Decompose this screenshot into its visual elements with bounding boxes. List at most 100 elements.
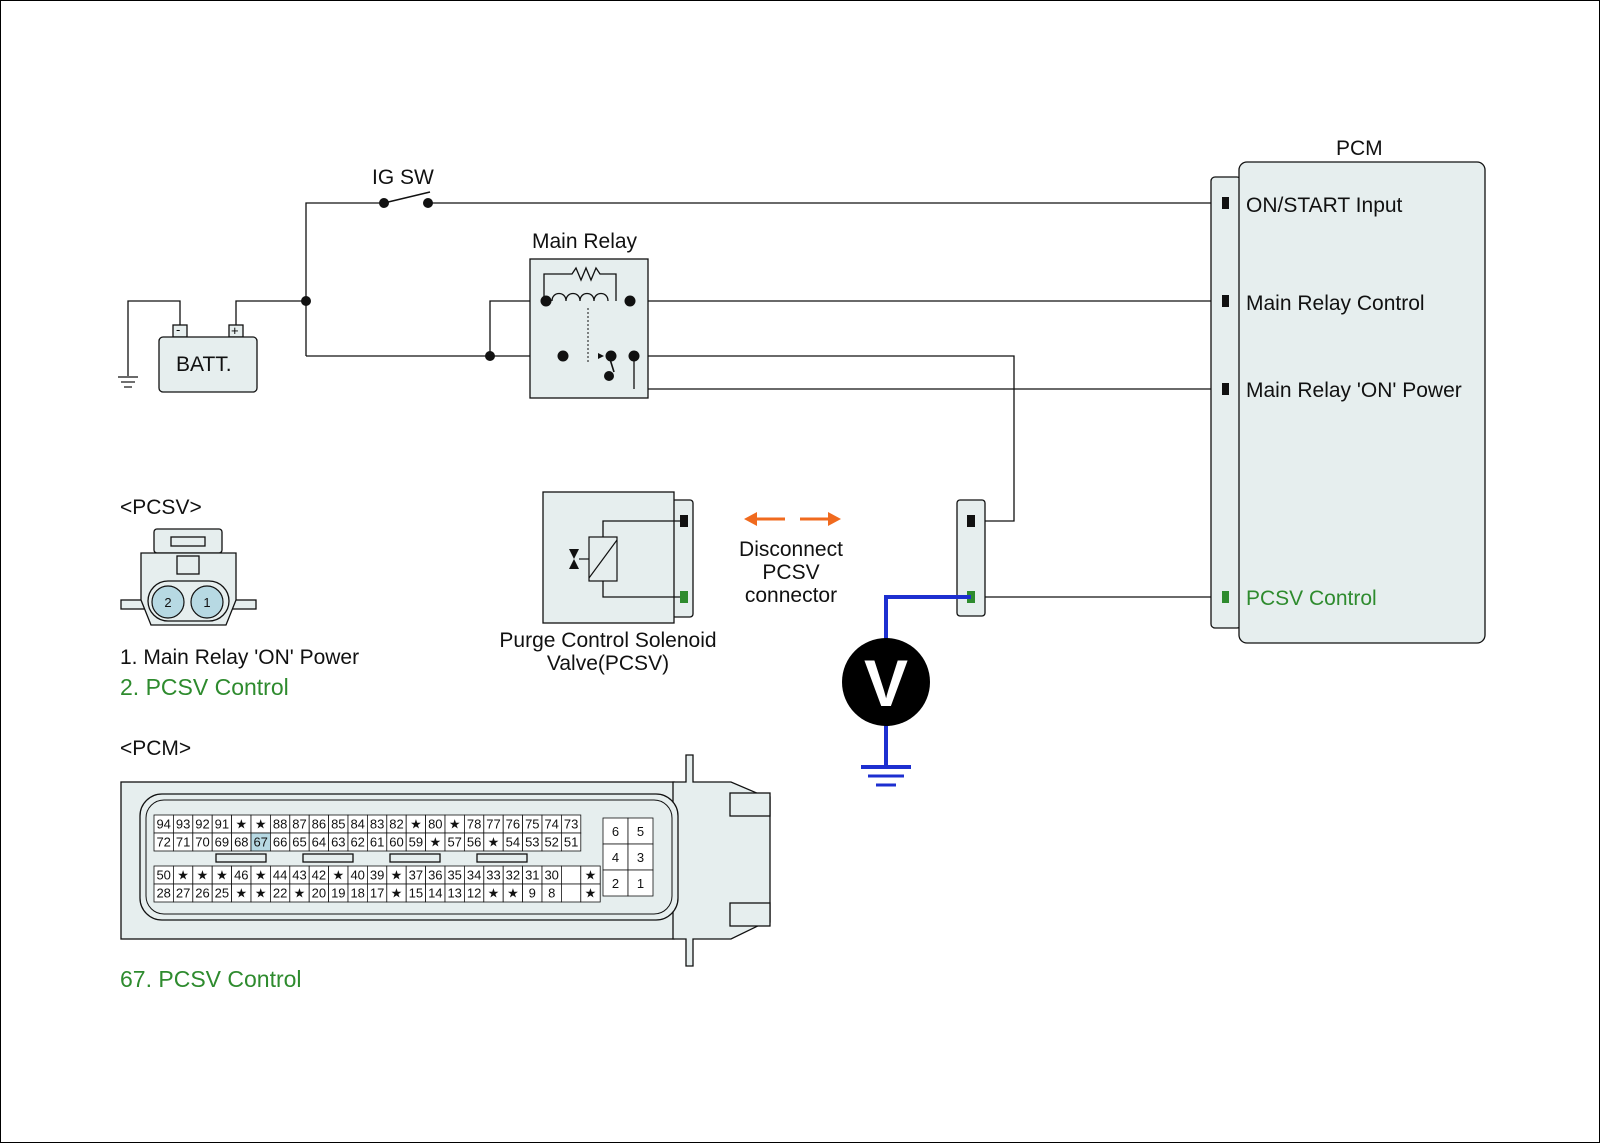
pcm-pin-number: ★ xyxy=(585,868,597,883)
pcm-legend: 67. PCSV Control xyxy=(120,966,302,992)
battery: - + BATT. xyxy=(118,322,258,393)
connector-pin-2 xyxy=(151,585,185,619)
pcm-aux-pin-number: 4 xyxy=(612,850,619,865)
connector-latch-slot xyxy=(170,536,206,547)
pcm-pin-number: 61 xyxy=(370,835,384,850)
pcsv-label: Purge Control Solenoid xyxy=(499,629,716,652)
ig-switch-label: IG SW xyxy=(372,166,434,189)
pcm-pin-number: 80 xyxy=(428,817,442,832)
pcm-pin-number: 84 xyxy=(350,817,364,832)
pcm-pin-number: 28 xyxy=(156,886,170,901)
pcsv-internal-wire xyxy=(602,520,680,537)
pcm-pin-number: 85 xyxy=(331,817,345,832)
ig-switch-contact xyxy=(423,198,433,208)
pcm-module: PCM ON/START Input Main Relay Control Ma… xyxy=(1210,137,1486,644)
connector-pin-1 xyxy=(190,585,224,619)
pcm-pin-number: ★ xyxy=(255,886,267,901)
pcm-pin-number: 32 xyxy=(506,868,520,883)
pcm-pin-cell xyxy=(561,883,582,903)
pcm-pin-number: 91 xyxy=(215,817,229,832)
relay-coil-terminal xyxy=(624,295,636,307)
pcm-pin-number: 60 xyxy=(389,835,403,850)
relay-coil-terminal xyxy=(540,295,552,307)
pcm-pin-number: ★ xyxy=(197,868,209,883)
voltmeter-symbol: V xyxy=(864,646,908,720)
relay-switch-arm xyxy=(608,355,615,373)
pcm-pin-number: 27 xyxy=(176,886,190,901)
pcsv-legend-item: 1. Main Relay 'ON' Power xyxy=(120,646,359,669)
pcm-pin-number: 94 xyxy=(156,817,170,832)
pcm-pin-on-power xyxy=(1222,383,1229,395)
pcm-pin-cell xyxy=(561,832,582,852)
pcm-pin-number: 87 xyxy=(292,817,306,832)
pcm-pin-number: 92 xyxy=(195,817,209,832)
pcm-aux-pin-cell xyxy=(602,843,629,871)
pcm-pin-number: 76 xyxy=(506,817,520,832)
pcm-pin-number: 74 xyxy=(544,817,558,832)
pcsv-connector-view: <PCSV> 2 1 1. Main Relay 'ON' Power 2. P… xyxy=(120,496,359,700)
pcm-pin-number: ★ xyxy=(235,886,247,901)
pcm-pin-number: 75 xyxy=(525,817,539,832)
pcm-pin-number: 64 xyxy=(312,835,326,850)
pcsv-connector-title: <PCSV> xyxy=(120,496,202,519)
pcsv-internal-wire xyxy=(602,581,680,598)
pcm-pin-number: ★ xyxy=(488,835,500,850)
pcm-pin-number: 52 xyxy=(544,835,558,850)
junction-dot xyxy=(485,351,495,361)
pcm-pin-number: 26 xyxy=(195,886,209,901)
pcm-pin-number: 69 xyxy=(215,835,229,850)
pcm-pin-number: 67 xyxy=(253,835,267,850)
pcm-pin-number: 20 xyxy=(312,886,326,901)
pcm-pin-number: 56 xyxy=(467,835,481,850)
pcm-pin-number: 93 xyxy=(176,817,190,832)
pcsv-label: Valve(PCSV) xyxy=(547,652,669,675)
ignition-switch: IG SW xyxy=(372,166,434,208)
valve-icon xyxy=(569,559,579,569)
battery-minus-sign: - xyxy=(176,322,180,337)
pcm-pin-relay-control xyxy=(1222,295,1229,307)
pcm-pin-number: 57 xyxy=(447,835,461,850)
ig-switch-blade xyxy=(383,191,431,204)
pcsv-pin xyxy=(680,515,688,527)
pcm-pin-number: ★ xyxy=(449,817,461,832)
pcm-pin-number: 33 xyxy=(486,868,500,883)
pcm-aux-pin-cell xyxy=(627,869,654,897)
relay-arrow-icon xyxy=(598,353,604,359)
connector-key xyxy=(176,555,200,575)
arrow-right-icon xyxy=(828,512,841,526)
pcm-pin-number: 9 xyxy=(529,886,536,901)
valve-icon xyxy=(569,549,579,559)
wire-relay-on-power xyxy=(631,356,1222,390)
pcm-pin-number: 19 xyxy=(331,886,345,901)
pcm-aux-pin-number: 1 xyxy=(637,876,644,891)
relay-contact xyxy=(605,350,617,362)
pcm-pin-number: ★ xyxy=(410,817,422,832)
pcm-connector-lock xyxy=(729,902,771,927)
pcm-pin-number: ★ xyxy=(294,886,306,901)
pcm-pin-number: 35 xyxy=(447,868,461,883)
pcm-pin-number: 14 xyxy=(428,886,442,901)
wire-battery-ground xyxy=(127,300,181,376)
pcm-pin-number: 13 xyxy=(447,886,461,901)
pcm-aux-pin-number: 5 xyxy=(637,824,644,839)
pcsv-component: Purge Control Solenoid Valve(PCSV) xyxy=(499,491,717,675)
meter-probe-wire xyxy=(884,595,971,640)
pcm-pin-number: 62 xyxy=(350,835,364,850)
pcm-pin-cell xyxy=(561,865,582,885)
pcm-pin-number: 82 xyxy=(389,817,403,832)
pcm-key-slot xyxy=(389,853,441,863)
disconnect-label: Disconnect xyxy=(739,538,843,561)
pcm-pin-number: 22 xyxy=(273,886,287,901)
pcm-pin-number: 18 xyxy=(350,886,364,901)
pcm-pin-number: ★ xyxy=(391,886,403,901)
pcm-pin-number: ★ xyxy=(255,817,267,832)
pcm-pin-number: 51 xyxy=(564,835,578,850)
pcm-pin-number: ★ xyxy=(235,817,247,832)
pcm-pin-number: 39 xyxy=(370,868,384,883)
pcm-pin-number: 63 xyxy=(331,835,345,850)
resistor-icon xyxy=(543,266,617,301)
pcm-key-slot xyxy=(302,853,354,863)
connector-pin-number: 1 xyxy=(203,595,210,610)
